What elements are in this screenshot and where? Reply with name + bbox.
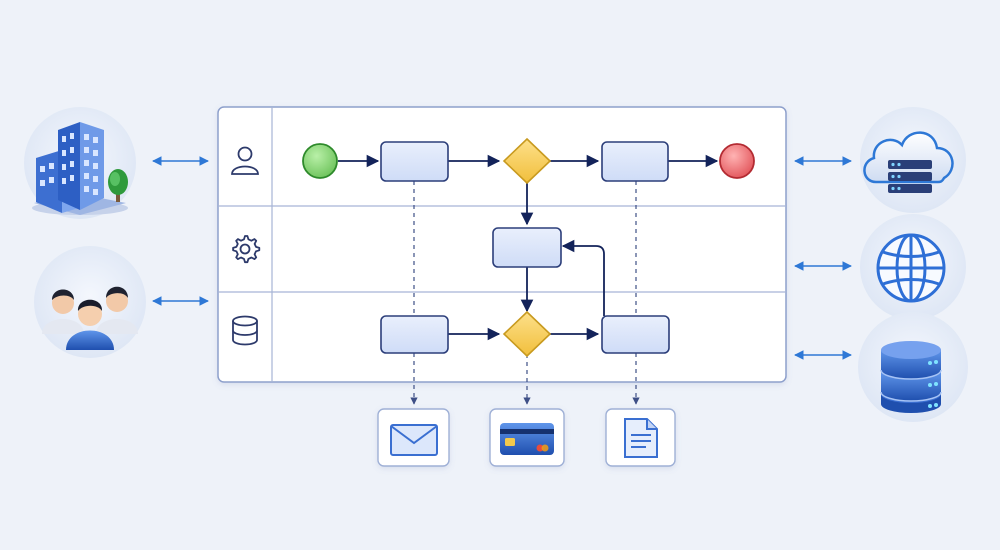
task-box	[492, 227, 562, 268]
sequence-flow-loop	[561, 239, 605, 316]
envelope-icon	[390, 424, 438, 456]
document-icon	[624, 418, 658, 458]
globe-icon	[876, 233, 946, 303]
task-box	[380, 141, 449, 182]
user-icon	[231, 146, 259, 175]
cloud-server-icon	[863, 131, 954, 193]
task-box	[601, 315, 670, 354]
globe-system	[860, 214, 966, 320]
people-group-icon	[42, 286, 138, 350]
task-box	[601, 141, 669, 182]
end-event	[719, 143, 755, 179]
cloud-server-system	[860, 107, 966, 213]
start-event	[302, 143, 338, 179]
gateway-diamond	[502, 137, 552, 185]
task-box	[380, 315, 449, 354]
people-group-actor	[34, 246, 146, 358]
document-artifact	[605, 408, 676, 467]
credit-card-icon	[500, 423, 554, 455]
office-building-actor	[24, 107, 136, 219]
envelope-artifact	[377, 408, 450, 467]
database-stack-system	[858, 312, 968, 422]
database-icon	[232, 315, 258, 346]
credit-card-artifact	[489, 408, 565, 467]
gear-icon	[232, 235, 261, 264]
gateway-diamond	[502, 310, 552, 358]
office-building-icon	[32, 122, 128, 215]
database-stack-icon	[880, 341, 942, 413]
